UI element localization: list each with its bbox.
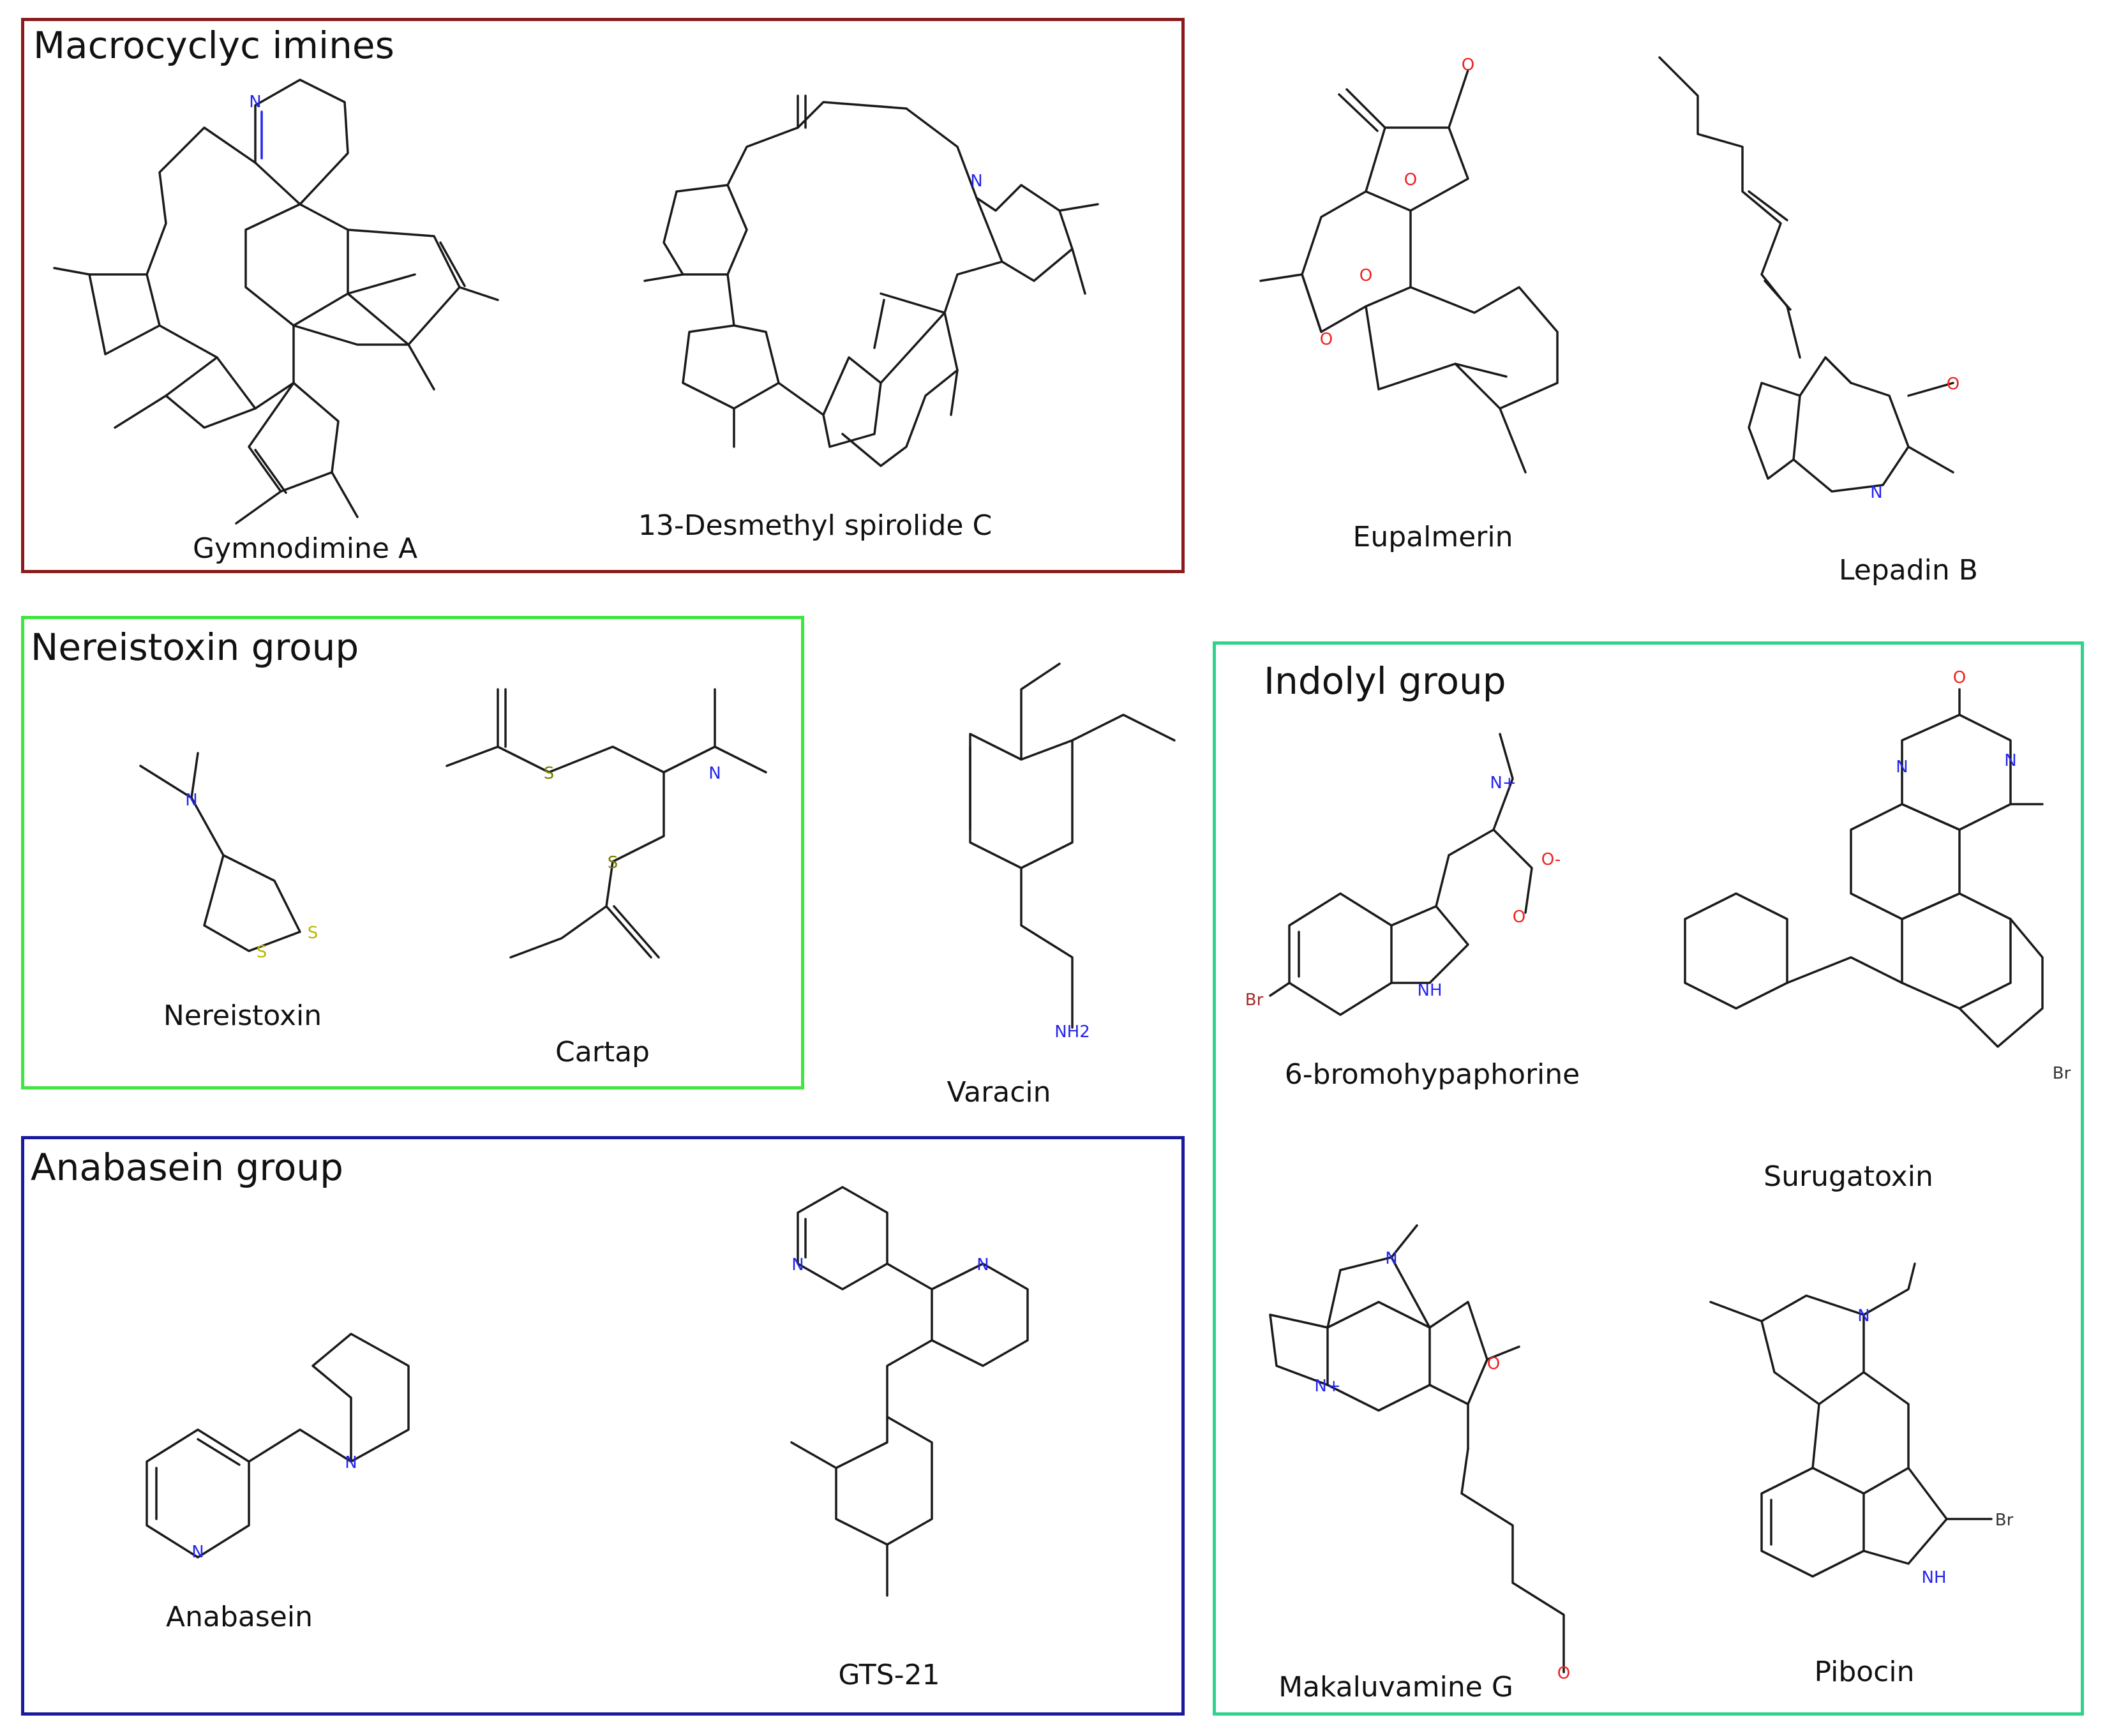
atom-n: N [1857, 1306, 1869, 1326]
atom-o: O [1557, 1664, 1570, 1683]
atom-o: O [1487, 1354, 1500, 1373]
atom-s: S [544, 764, 555, 783]
atom-o: O [1360, 266, 1372, 285]
label-gymnodimine-a: Gymnodimine A [192, 532, 418, 565]
label-nereistoxin: Nereistoxin [163, 999, 322, 1032]
atom-s: S [257, 943, 267, 962]
structure-varacin [969, 662, 1176, 1029]
atom-nh: N [2004, 751, 2016, 770]
atom-nh: NH [1922, 1568, 1947, 1587]
group-title-nereistoxin: Nereistoxin group [31, 625, 359, 669]
atom-br: Br [1995, 1511, 2014, 1530]
structure-lepadin-b [1658, 56, 1954, 493]
atom-nh: N [1870, 483, 1882, 502]
atom-br: Br [2053, 1064, 2071, 1083]
structure-pibocin [1709, 1262, 1993, 1578]
atom-br: Br [1245, 991, 1264, 1010]
structure-nereistoxin [139, 752, 301, 952]
atom-n: N [249, 93, 261, 112]
indolyl-group-box [1213, 641, 2084, 1716]
label-makaluvamine-g: Makaluvamine G [1278, 1671, 1513, 1703]
atom-nh2: NH2 [1054, 1022, 1090, 1042]
atom-s: S [608, 853, 618, 872]
structure-cartap [446, 688, 767, 959]
atom-n: N [191, 1543, 204, 1562]
label-bromohypaphorine: 6-bromohypaphorine [1284, 1058, 1580, 1091]
structure-anabasein [146, 1333, 410, 1559]
atom-nplus: N+ [1490, 774, 1516, 793]
atom-labels: N N O O O O N O N S S N S S N N N N NH N… [185, 56, 2071, 1683]
atom-n: N [185, 791, 197, 810]
atom-o: O [1462, 56, 1474, 75]
atom-nplus: N+ [1314, 1377, 1340, 1396]
structure-gymnodimine-a [53, 79, 499, 525]
label-spirolide: 13-Desmethyl spirolide C [638, 509, 993, 542]
atom-ominus: O- [1541, 850, 1561, 869]
structure-makaluvamine-g [1269, 1224, 1565, 1673]
structure-eupalmerin [1259, 69, 1559, 474]
structure-surugatoxin [1684, 688, 2044, 1048]
label-anabasein: Anabasein [166, 1601, 313, 1633]
atom-nh: NH [1418, 981, 1442, 1000]
label-gts21: GTS-21 [838, 1659, 940, 1691]
label-varacin: Varacin [947, 1076, 1051, 1109]
atom-o: O [1513, 908, 1525, 927]
macrocyclic-imines-box [21, 18, 1185, 573]
label-pibocin: Pibocin [1814, 1656, 1915, 1688]
anabasein-group-box [21, 1136, 1185, 1716]
atom-n: N [1385, 1249, 1397, 1268]
label-lepadin-b: Lepadin B [1839, 554, 1978, 587]
atom-n: N [791, 1255, 804, 1275]
structure-gts21 [790, 1186, 1029, 1597]
atom-o: O [1947, 375, 1959, 394]
label-cartap: Cartap [555, 1036, 650, 1068]
atom-n: N [345, 1453, 357, 1472]
label-surugatoxin: Surugatoxin [1764, 1160, 1933, 1193]
group-title-indolyl: Indolyl group [1264, 659, 1506, 703]
label-eupalmerin: Eupalmerin [1352, 521, 1513, 553]
group-title-macrocyclic-imines: Macrocyclyc imines [33, 24, 394, 67]
atom-s: S [308, 924, 318, 943]
atom-n: N [708, 764, 721, 783]
atom-n: N [977, 1255, 989, 1275]
atom-o: O [1404, 170, 1417, 190]
structure-spirolide [643, 94, 1099, 467]
atom-o: O [1953, 668, 1966, 687]
group-title-anabasein: Anabasein group [31, 1146, 343, 1189]
atom-n: N [970, 172, 982, 191]
nereistoxin-group-box [21, 616, 804, 1089]
atom-nh: N [1896, 758, 1908, 777]
structure-bromohypaphorine [1269, 733, 1533, 1016]
atom-o: O [1320, 330, 1333, 349]
